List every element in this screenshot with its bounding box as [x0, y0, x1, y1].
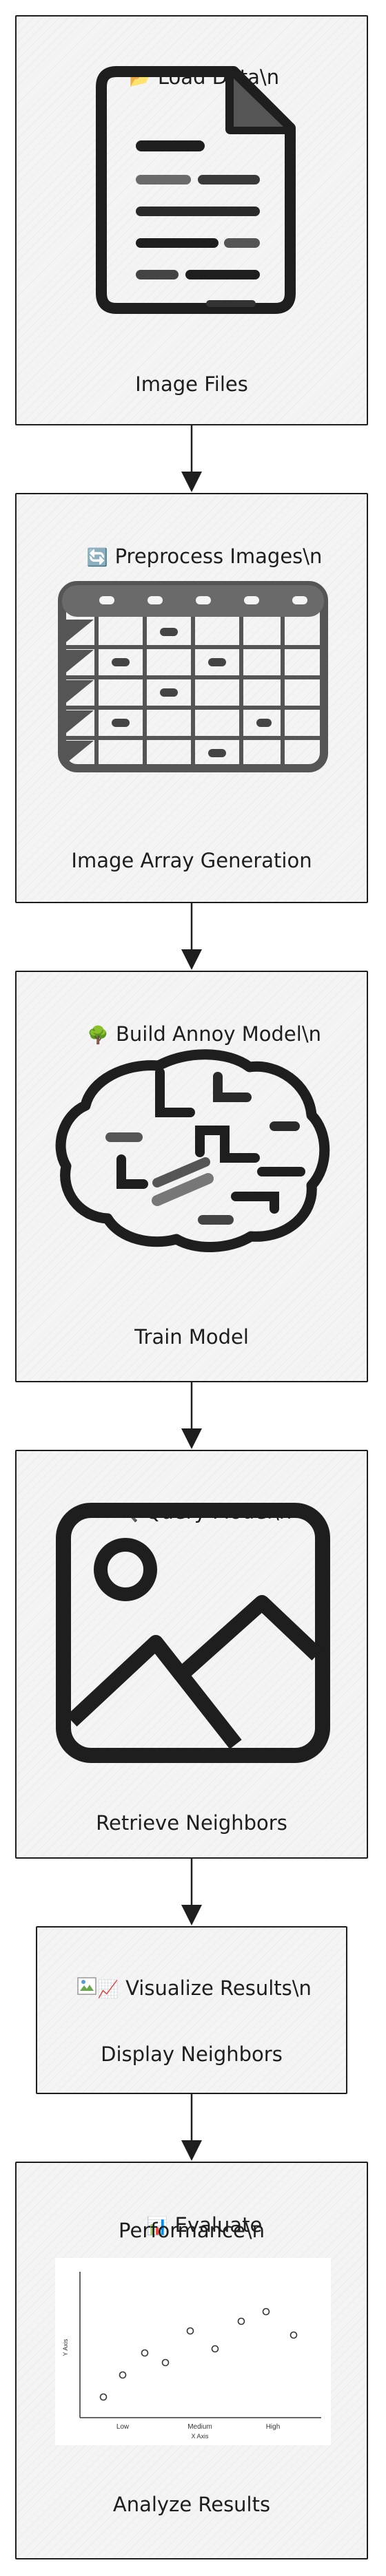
broken-image-icon [77, 1977, 96, 1995]
step-caption: Display Neighbors [101, 2042, 283, 2066]
step-caption: Retrieve Neighbors [96, 1811, 287, 1835]
step-title: 🔄 Preprocess Images\n [17, 515, 367, 599]
step-caption: Image Array Generation [71, 849, 312, 872]
step-caption: Image Files [135, 372, 248, 396]
step-caption: Analyze Results [112, 2493, 271, 2516]
step-caption: Train Model [134, 1325, 249, 1349]
step-build-annoy-model: 🌳 Build Annoy Model\n Train Model [15, 971, 368, 1382]
mini-tick-medium: Medium [187, 2423, 212, 2431]
step-visualize-results: 📈 Visualize Results\n Display Neighbors [36, 1926, 347, 2094]
mini-xlabel: X Axis [191, 2433, 209, 2440]
tree-icon: 🌳 [87, 1025, 110, 1045]
step-title-text: Preprocess Images\n [114, 545, 323, 568]
step-title-line2: Performance\n [119, 2219, 265, 2242]
table-icon [58, 581, 328, 772]
mini-tick-low: Low [116, 2423, 130, 2431]
mini-tick-high: High [266, 2423, 281, 2431]
document-icon [96, 66, 296, 314]
step-title: 📊 Evaluate [17, 2184, 367, 2268]
bar-chart-icon: 📊 [146, 2216, 168, 2236]
step-preprocess-images: 🔄 Preprocess Images\n [15, 493, 368, 903]
chart-increasing-icon: 📈 [96, 1979, 119, 1999]
mini-ylabel: Y Axis [62, 2339, 69, 2356]
step-title: 📈 Visualize Results\n [37, 1947, 346, 2031]
scatter-plot-thumbnail: Low Medium High X Axis Y Axis [55, 2258, 331, 2445]
step-title-text: Evaluate [174, 2213, 263, 2237]
step-title: 🌳 Build Annoy Model\n [17, 993, 367, 1077]
step-load-data: 📂Load Data\n Image Files [15, 15, 368, 425]
brain-icon [55, 1049, 330, 1253]
image-placeholder-icon [56, 1503, 330, 1763]
step-title-text: Build Annoy Model\n [116, 1022, 321, 1046]
refresh-icon: 🔄 [86, 547, 108, 567]
step-query-model: 🔍Query Model\n Retrieve Neighbors [15, 1450, 368, 1859]
step-title-text: Visualize Results\n [125, 1976, 312, 2000]
step-evaluate-performance: 📊 Evaluate Performance\n Low Medium High … [15, 2162, 368, 2559]
